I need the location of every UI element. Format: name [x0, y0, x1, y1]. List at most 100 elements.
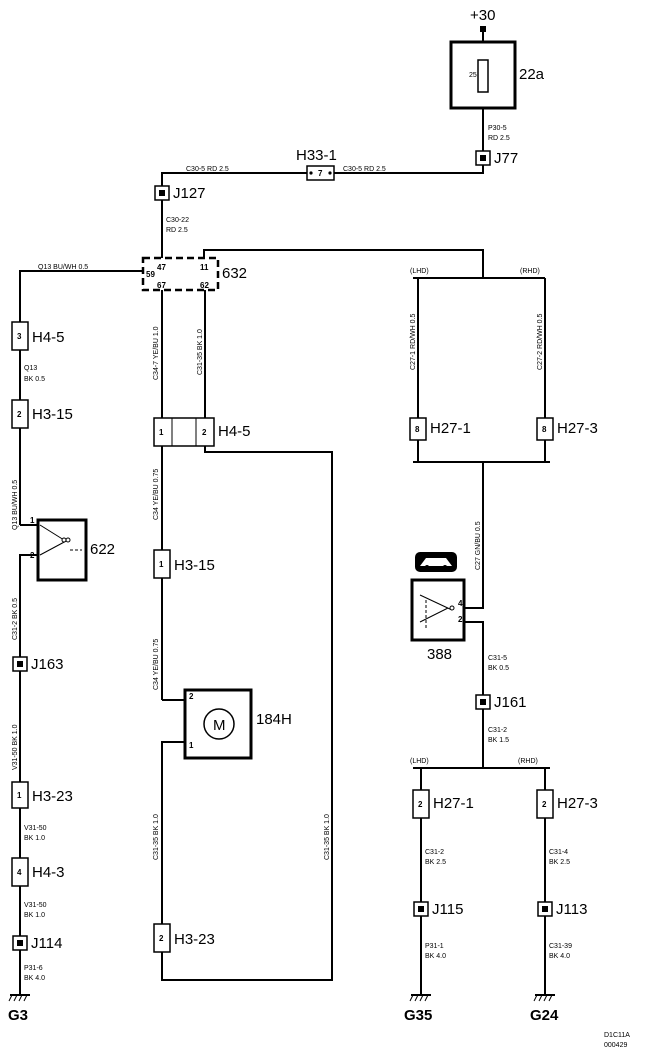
supply-label: +30	[470, 7, 495, 24]
wire-q13-mid: Q13	[24, 365, 37, 372]
variant-lhd-bottom: (LHD)	[410, 758, 429, 765]
connector-h27-3-bottom: 2 H27-3	[536, 789, 598, 819]
wire-c31-39: C31-39	[549, 943, 572, 950]
connector-h33-1: 7 H33-1	[296, 147, 337, 181]
fuse-rating: 25	[469, 72, 477, 79]
diagram-code: D1C11A	[604, 1032, 630, 1039]
wire-c27-1: C27-1 RD/WH 0.5	[410, 313, 417, 370]
component-622-label: 622	[90, 541, 115, 558]
ground-g35-label: G35	[404, 1007, 432, 1024]
component-632-pin-62: 62	[200, 281, 209, 290]
connector-h27-1-bottom: 2 H27-1	[412, 789, 474, 819]
junction-j127-label: J127	[173, 185, 206, 202]
connector-h3-15-mid: 1 H3-15	[153, 549, 215, 579]
component-632-label: 632	[222, 265, 247, 282]
wire-p30-5: P30-5	[488, 125, 507, 132]
connector-h27-3-top: 8 H27-3	[536, 417, 598, 441]
junction-j163-label: J163	[31, 656, 64, 673]
fusebox-id: 22a	[519, 66, 545, 83]
junction-j161: J161	[475, 694, 527, 711]
connector-h4-3-label: H4-3	[32, 864, 65, 881]
connector-h3-15-left: 2 H3-15	[11, 399, 73, 429]
connector-h4-5-left: 3 H4-5	[11, 321, 65, 351]
connector-h4-5-mid-pin-2: 2	[202, 428, 207, 437]
wire-lines	[19, 30, 550, 995]
component-184h-pin-2: 2	[189, 692, 194, 701]
component-632-pin-59: 59	[146, 270, 155, 279]
connector-h3-23-mid: 2 H3-23	[153, 923, 215, 953]
wire-v31-50-b: V31-50	[24, 825, 47, 832]
connector-h4-5-mid-label: H4-5	[218, 423, 251, 440]
connector-h27-1-top-label: H27-1	[430, 420, 471, 437]
wire-c30-5-right: C30-5 RD 2.5	[343, 166, 386, 173]
wire-v31-50-b-spec: BK 1.0	[24, 835, 45, 842]
connector-h4-3-pin: 4	[17, 868, 22, 877]
component-388-label: 388	[427, 646, 452, 663]
connector-h27-3-top-label: H27-3	[557, 420, 598, 437]
connector-h3-15-mid-pin: 1	[159, 560, 164, 569]
component-632: 47 11 59 67 62 632	[141, 256, 247, 292]
wire-c34-7: C34-7 YE/BU 1.0	[153, 326, 160, 380]
component-622-pin-2: 2	[30, 551, 35, 560]
ground-g35: G35	[404, 994, 432, 1024]
connector-h33-1-pin: 7	[318, 169, 323, 178]
junction-j161-label: J161	[494, 694, 527, 711]
connector-h3-15-left-pin: 2	[17, 410, 22, 419]
car-trunk-icon	[415, 552, 457, 572]
wire-c30-22: C30-22	[166, 217, 189, 224]
diagram-number: 000429	[604, 1042, 627, 1049]
wire-p31-6: P31-6	[24, 965, 43, 972]
wire-c31-2-low: C31-2	[425, 849, 444, 856]
connector-h27-1-top: 8 H27-1	[409, 417, 471, 441]
wire-c31-4-spec: BK 2.5	[549, 859, 570, 866]
connector-h27-3-top-pin: 8	[542, 425, 547, 434]
fusebox-22a: 25 22a	[449, 40, 545, 110]
junction-j127: J127	[154, 185, 206, 202]
wire-c31-35-a: C31-35 BK 1.0	[197, 329, 204, 375]
junction-j114-label: J114	[31, 935, 62, 952]
wire-c31-5-spec: BK 0.5	[488, 665, 509, 672]
connector-h27-1-bottom-label: H27-1	[433, 795, 474, 812]
connector-h27-1-top-pin: 8	[415, 425, 420, 434]
component-388-pin-4: 4	[458, 599, 463, 608]
wire-p31-6-spec: BK 4.0	[24, 975, 45, 982]
junction-j113-label: J113	[556, 901, 587, 918]
wire-c34-a: C34 YE/BU 0.75	[153, 469, 160, 520]
wire-c31-39-spec: BK 4.0	[549, 953, 570, 960]
wire-c31-2-mid: C31-2	[488, 727, 507, 734]
connector-h4-5-mid-pin-1: 1	[159, 428, 164, 437]
junction-j115: J115	[413, 901, 463, 918]
component-632-pin-67: 67	[157, 281, 166, 290]
connector-h27-3-bottom-pin: 2	[542, 800, 547, 809]
connector-h4-5-left-pin: 3	[17, 332, 22, 341]
variant-lhd-top: (LHD)	[410, 268, 429, 275]
component-184h: M 2 1 184H	[183, 688, 292, 760]
connector-h33-1-label: H33-1	[296, 147, 337, 164]
connector-h3-15-mid-label: H3-15	[174, 557, 215, 574]
component-184h-pin-1: 1	[189, 741, 194, 750]
wire-c27: C27 GN/BU 0.5	[475, 521, 482, 570]
component-388-pin-2: 2	[458, 615, 463, 624]
connector-h3-23-mid-label: H3-23	[174, 931, 215, 948]
connector-h4-3: 4 H4-3	[11, 857, 65, 887]
variant-rhd-top: (RHD)	[520, 268, 540, 275]
junction-j77: J77	[475, 150, 518, 167]
supply-terminal: +30	[470, 7, 495, 32]
wire-p31-1-spec: BK 4.0	[425, 953, 446, 960]
wire-v31-50-c: V31-50	[24, 902, 47, 909]
component-184h-label: 184H	[256, 711, 292, 728]
wire-c31-4: C31-4	[549, 849, 568, 856]
component-388: 4 2 388	[410, 552, 466, 663]
connector-h3-23-left-pin: 1	[17, 791, 22, 800]
wire-q13-vertical: Q13 BU/WH 0.5	[12, 480, 19, 530]
connector-h3-23-mid-pin: 2	[159, 934, 164, 943]
connector-h3-23-left-label: H3-23	[32, 788, 73, 805]
connector-h4-5-left-label: H4-5	[32, 329, 65, 346]
ground-g24-label: G24	[530, 1007, 559, 1024]
wire-c31-35-b: C31-35 BK 1.0	[153, 814, 160, 860]
wire-q13-mid-spec: BK 0.5	[24, 376, 45, 383]
wire-p31-1: P31-1	[425, 943, 444, 950]
junction-j114: J114	[12, 935, 62, 952]
wire-c27-2: C27-2 RD/WH 0.5	[537, 313, 544, 370]
wire-c31-2-low-spec: BK 2.5	[425, 859, 446, 866]
